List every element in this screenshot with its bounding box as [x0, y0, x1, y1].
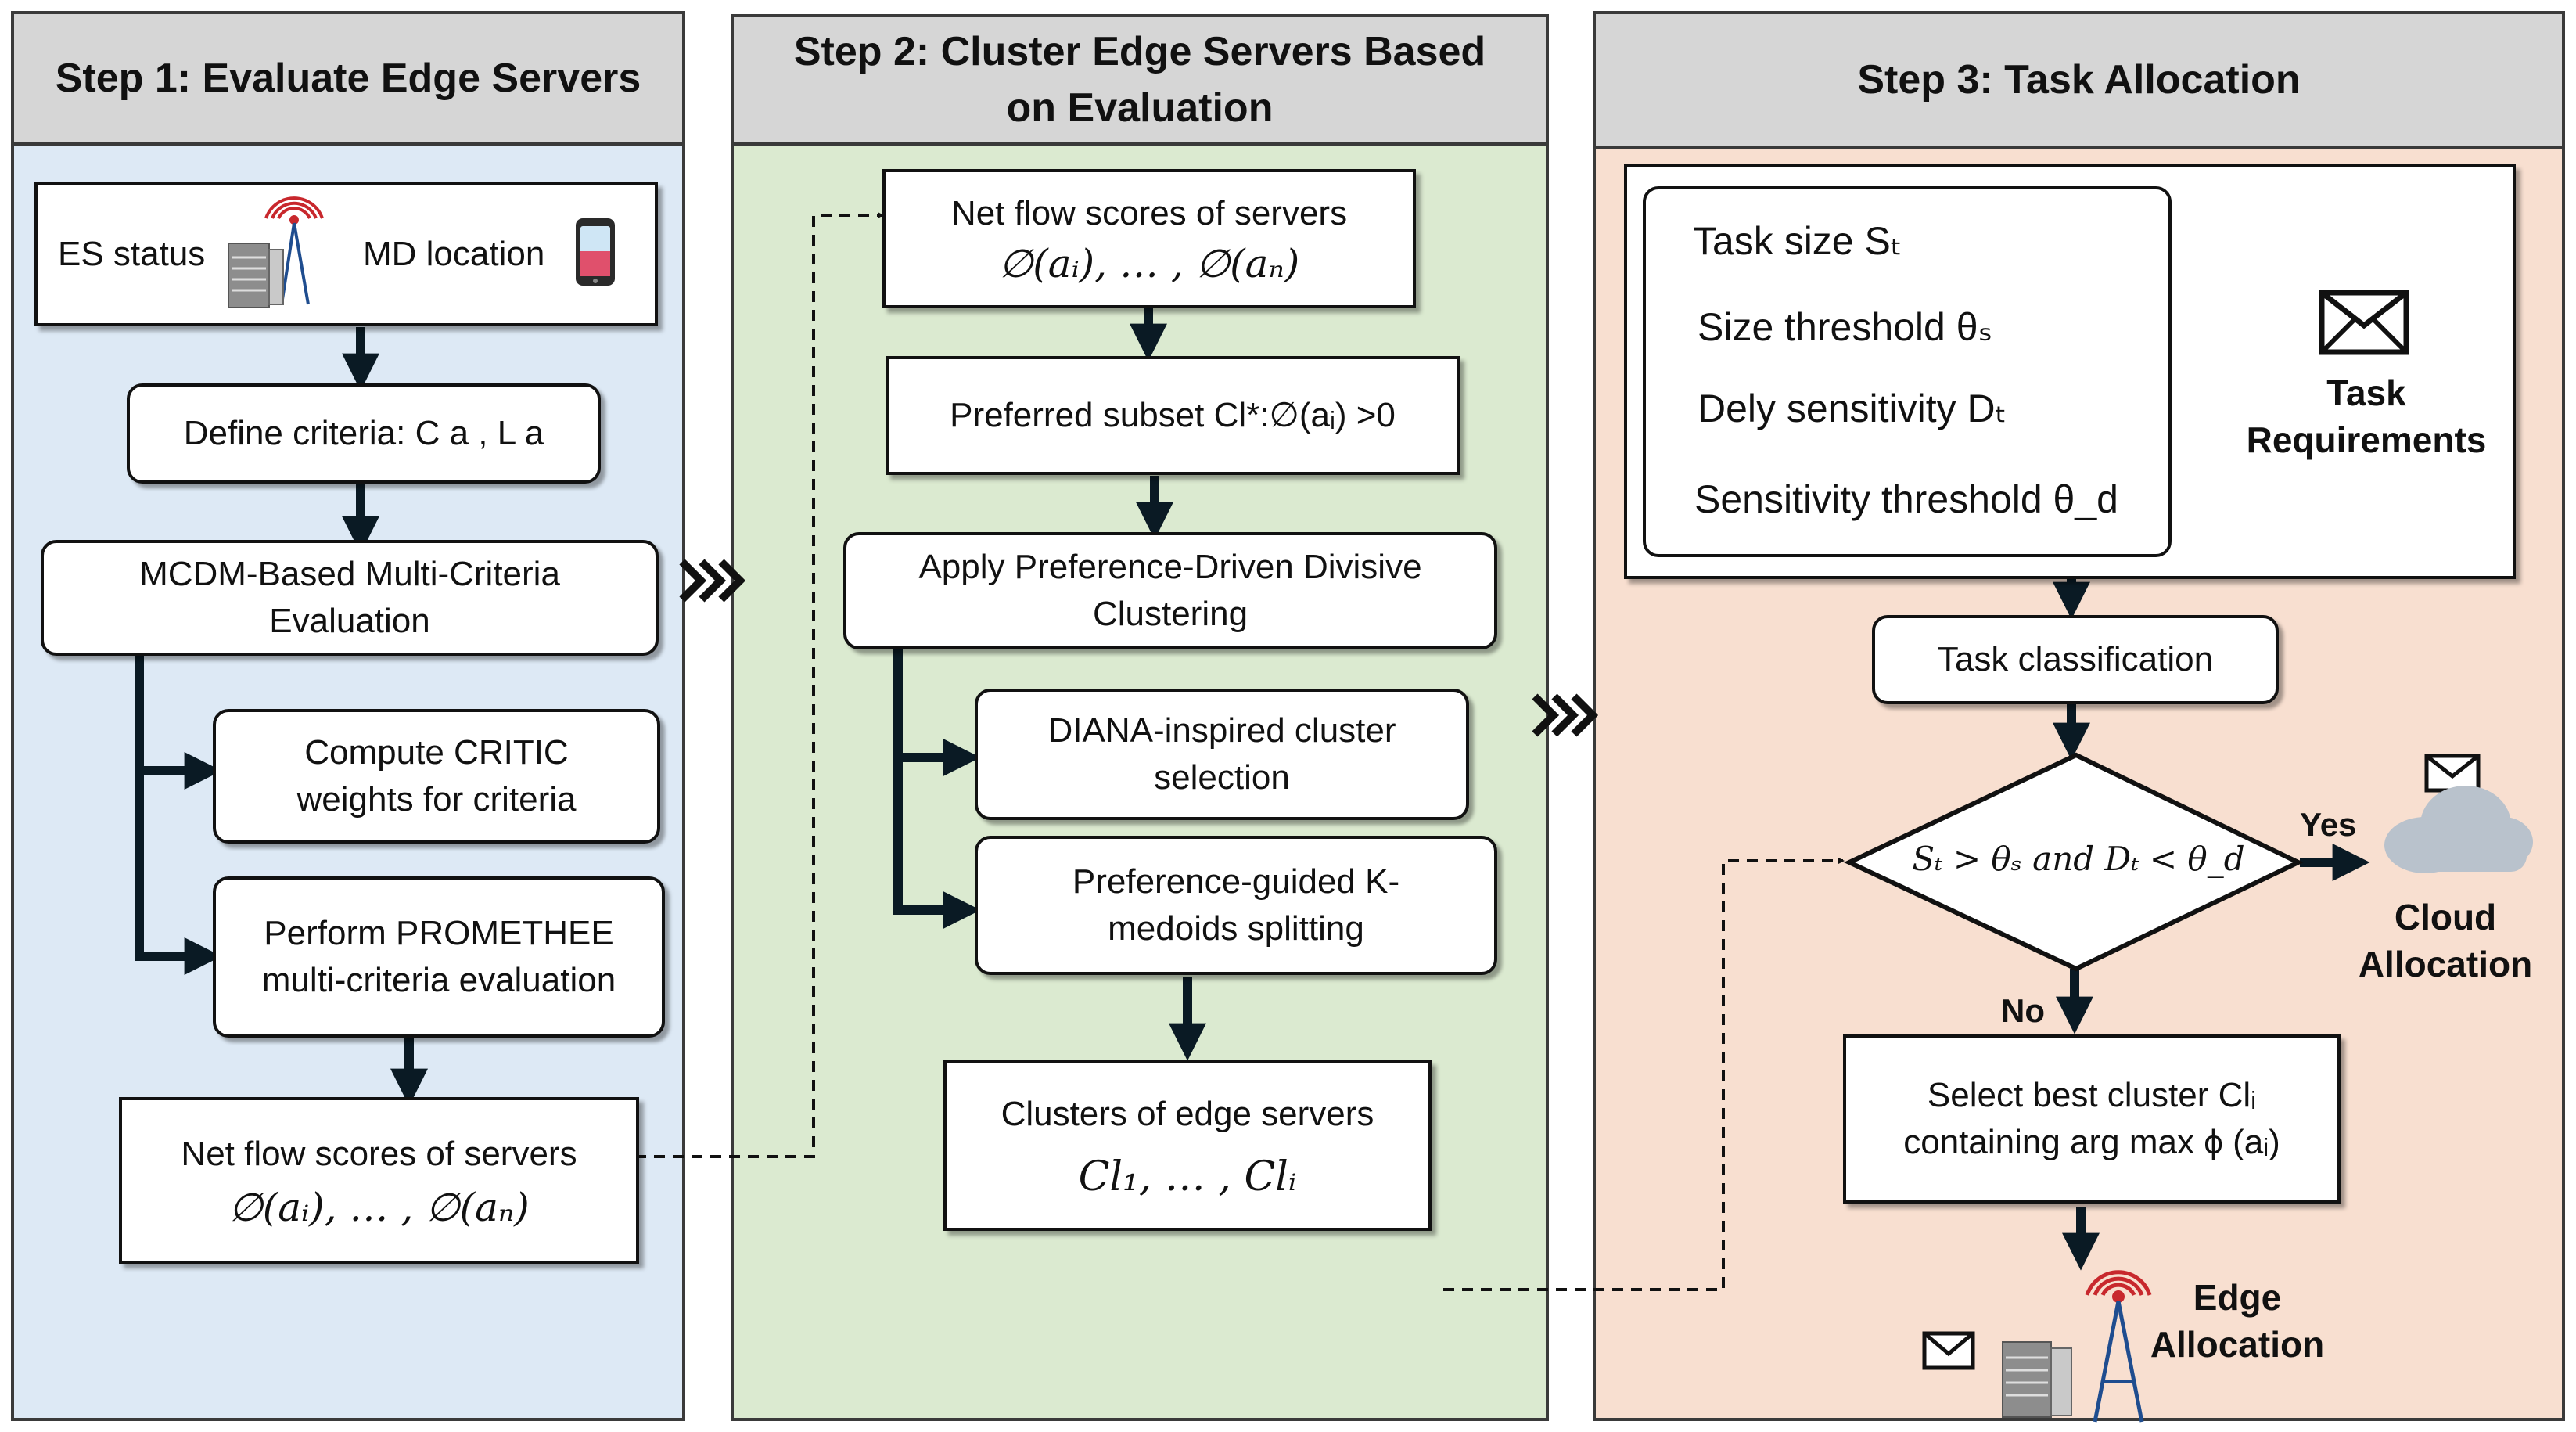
cloud-allocation-label: Cloud Allocation — [2358, 897, 2533, 984]
envelope-icon-requirements — [2319, 290, 2409, 355]
es-status-label: ES status — [58, 235, 206, 273]
size-threshold-text: Size threshold θₛ — [1698, 305, 1993, 349]
cloud-icon — [2384, 754, 2533, 873]
dashed-link-s1-s2 — [635, 212, 884, 1158]
md-location-label: MD location — [363, 235, 545, 273]
decision-condition-text: Sₜ > θₛ and Dₜ < θ_d — [1912, 840, 2245, 878]
netflow-box-step2: Net flow scores of servers ∅(aᵢ), … , ∅(… — [882, 169, 1416, 308]
sensitivity-threshold-text: Sensitivity threshold θ_d — [1694, 477, 2118, 521]
diana-text: DIANA-inspired cluster selection — [1047, 711, 1396, 797]
kmedoids-box: Preference-guided K-medoids splitting — [975, 836, 1497, 975]
inputs-box: ES status MD location — [34, 182, 658, 326]
preferred-subset-box: Preferred subset Cl*:∅(aᵢ) >0 — [886, 356, 1460, 475]
task-attributes-box: Task size Sₜ Size threshold θₛ Dely sens… — [1643, 186, 2172, 557]
mobile-device-icon — [576, 218, 615, 286]
netflow-formula-step2: ∅(aᵢ), … , ∅(aₙ) — [998, 241, 1300, 286]
mcdm-box: MCDM-Based Multi-Criteria Evaluation — [41, 540, 659, 656]
promethee-text: Perform PROMETHEE multi-criteria evaluat… — [261, 914, 616, 999]
netflow-box-step1: Net flow scores of servers ∅(aᵢ), … , ∅(… — [119, 1097, 639, 1264]
task-classification-box: Task classification — [1872, 615, 2279, 704]
netflow-label-step2: Net flow scores of servers — [950, 194, 1348, 232]
clusters-formula: Cl₁, … , Clᵢ — [1078, 1153, 1297, 1200]
critic-text: Compute CRITIC weights for criteria — [296, 733, 577, 819]
netflow-label-step1: Net flow scores of servers — [181, 1134, 577, 1173]
envelope-icon-edge — [1922, 1331, 1975, 1370]
step3-title: Step 3: Task Allocation — [1596, 14, 2562, 149]
no-label: No — [2001, 992, 2045, 1029]
promethee-box: Perform PROMETHEE multi-criteria evaluat… — [213, 876, 665, 1038]
edge-allocation-label: Edge Allocation — [2150, 1277, 2325, 1365]
dashed-link-s2-s3 — [1443, 858, 1845, 1291]
divisive-clustering-box: Apply Preference-Driven Divisive Cluster… — [843, 532, 1497, 649]
chevron-icon-2 — [1532, 693, 1599, 737]
define-criteria-box: Define criteria: C a , L a — [127, 383, 601, 484]
critic-box: Compute CRITIC weights for criteria — [213, 709, 660, 844]
chevron-icon-1 — [679, 559, 746, 603]
select-cluster-box: Select best cluster Clᵢ containing arg m… — [1843, 1034, 2341, 1204]
clusters-box: Clusters of edge servers Cl₁, … , Clᵢ — [943, 1060, 1432, 1231]
yes-label: Yes — [2300, 806, 2357, 843]
task-requirements-label: Task Requirements — [2246, 372, 2487, 460]
divisive-clustering-text: Apply Preference-Driven Divisive Cluster… — [918, 548, 1422, 633]
step1-title: Step 1: Evaluate Edge Servers — [14, 14, 682, 146]
define-criteria-text: Define criteria: C a , L a — [183, 414, 544, 452]
delay-sensitivity-text: Dely sensitivity Dₜ — [1698, 387, 2007, 430]
edge-server-tower-icon — [228, 196, 324, 308]
task-classification-text: Task classification — [1937, 640, 2214, 678]
task-size-text: Task size Sₜ — [1693, 219, 1902, 263]
kmedoids-text: Preference-guided K-medoids splitting — [1072, 862, 1400, 948]
netflow-formula-step1: ∅(aᵢ), … , ∅(aₙ) — [228, 1184, 530, 1230]
select-cluster-text: Select best cluster Clᵢ containing arg m… — [1903, 1076, 2280, 1161]
clusters-label: Clusters of edge servers — [1001, 1095, 1374, 1133]
step2-title-text: Step 2: Cluster Edge Servers Based on Ev… — [793, 29, 1486, 131]
step2-title: Step 2: Cluster Edge Servers Based on Ev… — [734, 17, 1546, 146]
diana-box: DIANA-inspired cluster selection — [975, 689, 1469, 820]
preferred-subset-text: Preferred subset Cl*:∅(aᵢ) >0 — [950, 396, 1396, 434]
decision-diamond — [1843, 752, 2304, 972]
edge-server-icon — [2002, 1270, 2152, 1423]
mcdm-text: MCDM-Based Multi-Criteria Evaluation — [139, 555, 560, 640]
